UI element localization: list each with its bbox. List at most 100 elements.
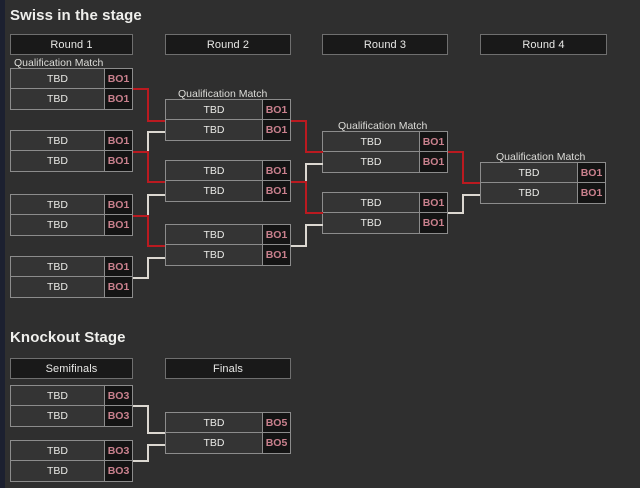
match-format: BO1 xyxy=(262,161,290,180)
match-r2-m3[interactable]: TBD BO1 TBD BO1 xyxy=(165,224,291,266)
match-row[interactable]: TBD BO1 xyxy=(166,245,290,265)
match-semifinal-2[interactable]: TBD BO3 TBD BO3 xyxy=(10,440,133,482)
match-label-r1-m1: Qualification Match xyxy=(14,57,104,69)
match-row[interactable]: TBD BO1 xyxy=(481,183,605,203)
connector-r2m1-in-bot xyxy=(147,131,165,133)
connector-r3m1-in-top xyxy=(305,151,323,153)
team-name: TBD xyxy=(166,181,262,201)
match-r1-m2[interactable]: TBD BO1 TBD BO1 xyxy=(10,130,133,172)
connector-r3m1-in-bot xyxy=(305,163,323,165)
team-name: TBD xyxy=(11,69,104,88)
match-row[interactable]: TBD BO1 xyxy=(166,120,290,140)
connector-r2m2-in-bot xyxy=(147,194,165,196)
round-header-semifinals[interactable]: Semifinals xyxy=(10,358,133,379)
match-semifinal-1[interactable]: TBD BO3 TBD BO3 xyxy=(10,385,133,427)
match-format: BO1 xyxy=(104,131,132,150)
match-format: BO1 xyxy=(577,163,605,182)
team-name: TBD xyxy=(323,193,419,212)
connector-r1m1-out xyxy=(133,88,149,90)
connector-r2m1-in-top xyxy=(147,120,165,122)
match-row[interactable]: TBD BO1 xyxy=(11,69,132,89)
match-format: BO1 xyxy=(262,225,290,244)
match-row[interactable]: TBD BO1 xyxy=(11,277,132,297)
team-name: TBD xyxy=(323,152,419,172)
match-row[interactable]: TBD BO1 xyxy=(11,131,132,151)
match-r2-m1[interactable]: TBD BO1 TBD BO1 xyxy=(165,99,291,141)
match-row[interactable]: TBD BO3 xyxy=(11,461,132,481)
connector-r3m2-in-top xyxy=(305,212,323,214)
match-row[interactable]: TBD BO1 xyxy=(481,163,605,183)
connector-r2m2-rise xyxy=(305,163,307,183)
match-row[interactable]: TBD BO1 xyxy=(11,257,132,277)
match-row[interactable]: TBD BO1 xyxy=(11,89,132,109)
match-row[interactable]: TBD BO3 xyxy=(11,441,132,461)
match-format: BO1 xyxy=(104,215,132,235)
match-format: BO1 xyxy=(419,152,447,172)
match-row[interactable]: TBD BO1 xyxy=(11,195,132,215)
match-r1-m4[interactable]: TBD BO1 TBD BO1 xyxy=(10,256,133,298)
match-label-r2-m1: Qualification Match xyxy=(178,88,268,100)
match-row[interactable]: TBD BO1 xyxy=(323,132,447,152)
match-label-r3-m1: Qualification Match xyxy=(338,120,428,132)
connector-r4m1-in-top xyxy=(462,182,480,184)
round-header-round-4[interactable]: Round 4 xyxy=(480,34,607,55)
connector-sf1-drop xyxy=(147,405,149,434)
match-row[interactable]: TBD BO5 xyxy=(166,433,290,453)
team-name: TBD xyxy=(481,183,577,203)
round-header-round-3[interactable]: Round 3 xyxy=(322,34,448,55)
match-format: BO5 xyxy=(262,433,290,453)
team-name: TBD xyxy=(11,277,104,297)
match-format: BO1 xyxy=(262,100,290,119)
match-row[interactable]: TBD BO1 xyxy=(11,151,132,171)
match-format: BO5 xyxy=(262,413,290,432)
team-name: TBD xyxy=(481,163,577,182)
match-row[interactable]: TBD BO1 xyxy=(323,152,447,172)
match-r3-m2[interactable]: TBD BO1 TBD BO1 xyxy=(322,192,448,234)
round-header-finals[interactable]: Finals xyxy=(165,358,291,379)
match-row[interactable]: TBD BO1 xyxy=(323,193,447,213)
connector-final-in-bot xyxy=(147,444,165,446)
team-name: TBD xyxy=(11,89,104,109)
team-name: TBD xyxy=(11,461,104,481)
match-row[interactable]: TBD BO1 xyxy=(11,215,132,235)
match-row[interactable]: TBD BO1 xyxy=(166,181,290,201)
team-name: TBD xyxy=(166,413,262,432)
team-name: TBD xyxy=(166,120,262,140)
match-format: BO1 xyxy=(104,89,132,109)
left-edge-strip xyxy=(0,0,5,488)
match-row[interactable]: TBD BO5 xyxy=(166,413,290,433)
connector-r3m2-out-pale xyxy=(448,212,464,214)
team-name: TBD xyxy=(11,386,104,405)
match-row[interactable]: TBD BO3 xyxy=(11,406,132,426)
match-final-1[interactable]: TBD BO5 TBD BO5 xyxy=(165,412,291,454)
match-row[interactable]: TBD BO1 xyxy=(323,213,447,233)
connector-final-in-top xyxy=(147,432,165,434)
connector-r2m2-drop xyxy=(305,181,307,213)
match-format: BO1 xyxy=(104,257,132,276)
match-row[interactable]: TBD BO3 xyxy=(11,386,132,406)
match-row[interactable]: TBD BO1 xyxy=(166,225,290,245)
match-format: BO1 xyxy=(419,193,447,212)
match-r1-m3[interactable]: TBD BO1 TBD BO1 xyxy=(10,194,133,236)
match-format: BO1 xyxy=(104,195,132,214)
match-r4-m1[interactable]: TBD BO1 TBD BO1 xyxy=(480,162,606,204)
connector-r1m4-out-pale xyxy=(133,277,149,279)
match-row[interactable]: TBD BO1 xyxy=(166,100,290,120)
round-header-round-2[interactable]: Round 2 xyxy=(165,34,291,55)
match-r1-m1[interactable]: TBD BO1 TBD BO1 xyxy=(10,68,133,110)
match-format: BO1 xyxy=(104,151,132,171)
connector-r1m1-drop xyxy=(147,88,149,122)
match-format: BO1 xyxy=(262,120,290,140)
connector-sf2-out xyxy=(133,460,149,462)
connector-r1m4-rise xyxy=(147,257,149,279)
match-r3-m1[interactable]: TBD BO1 TBD BO1 xyxy=(322,131,448,173)
match-r2-m2[interactable]: TBD BO1 TBD BO1 xyxy=(165,160,291,202)
round-header-round-1[interactable]: Round 1 xyxy=(10,34,133,55)
knockout-stage-title: Knockout Stage xyxy=(10,329,126,346)
team-name: TBD xyxy=(323,213,419,233)
match-format: BO1 xyxy=(419,213,447,233)
team-name: TBD xyxy=(166,225,262,244)
match-row[interactable]: TBD BO1 xyxy=(166,161,290,181)
match-format: BO1 xyxy=(262,245,290,265)
